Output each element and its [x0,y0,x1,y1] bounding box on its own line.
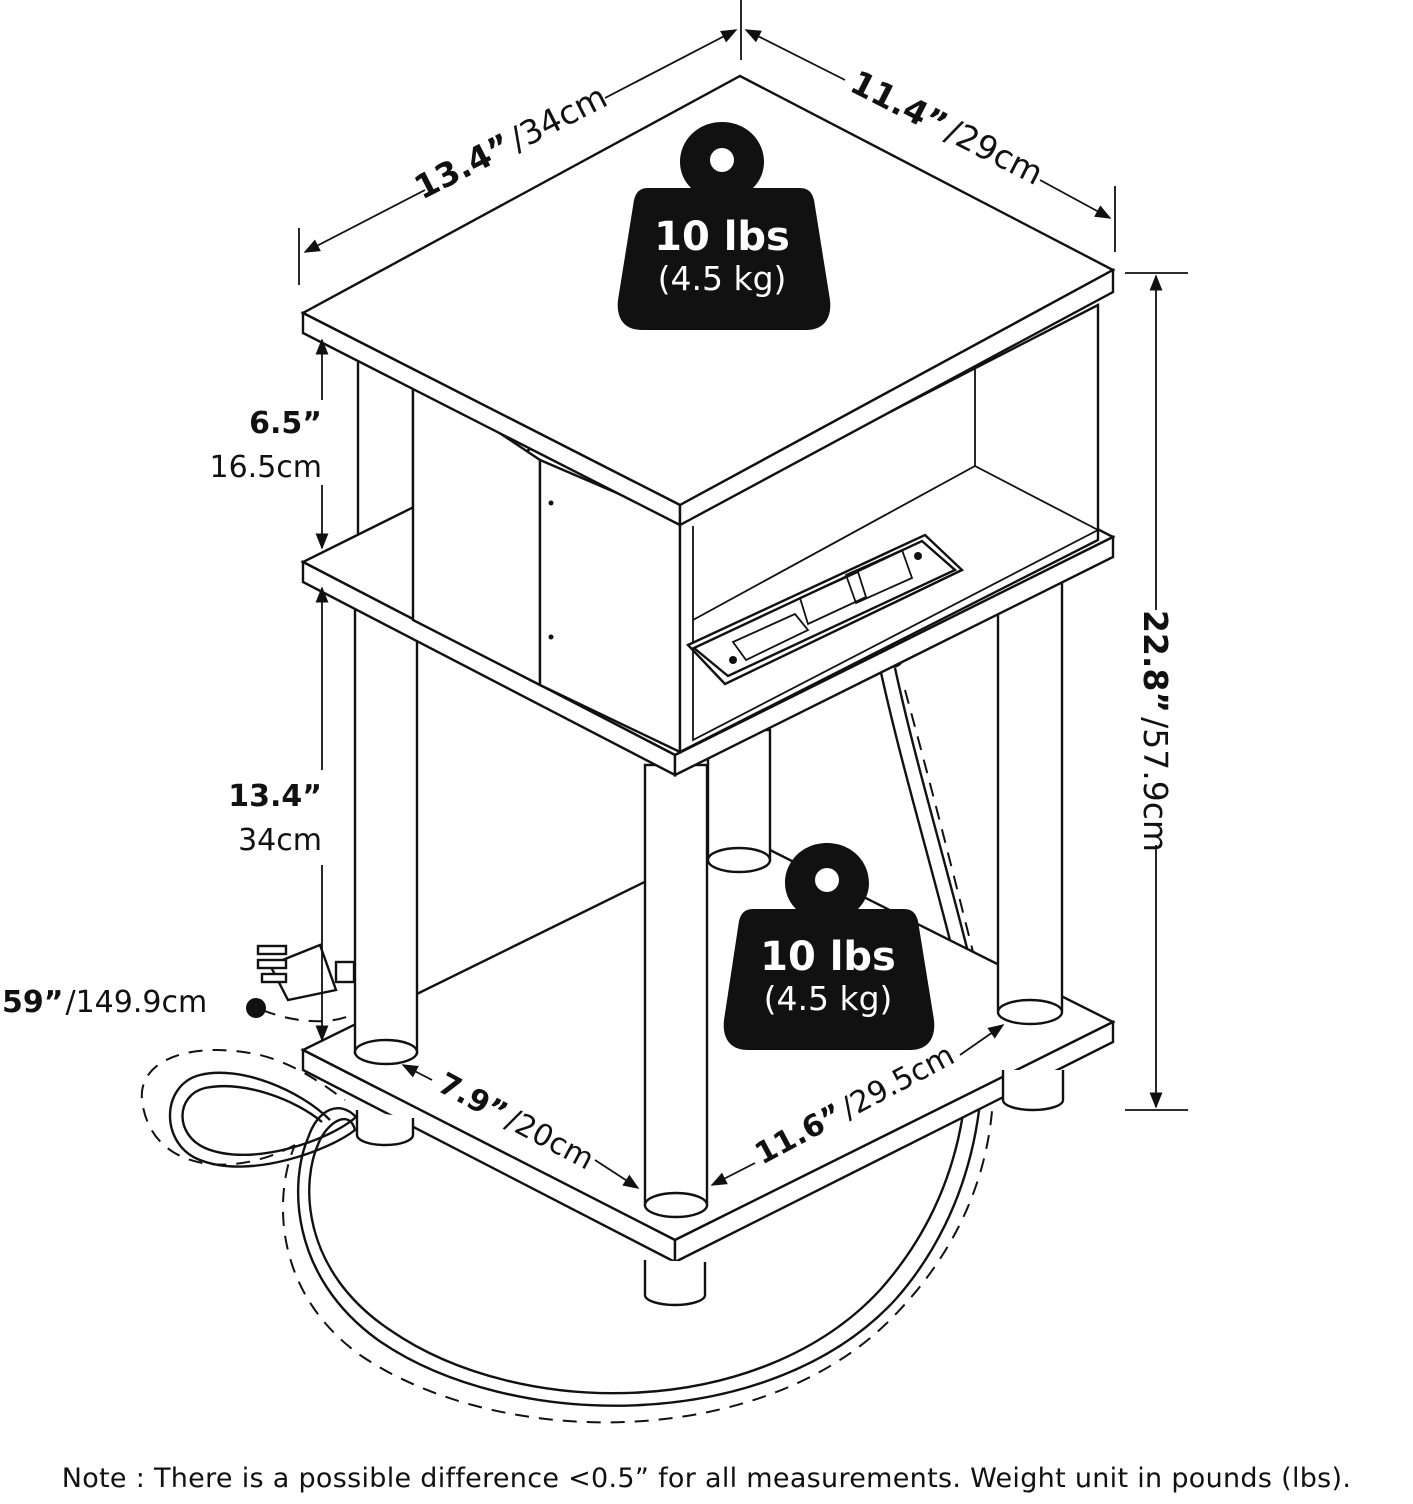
measurement-note: Note : There is a possible difference <0… [61,1463,1352,1494]
cord-length-in: 59” [2,985,63,1020]
total-height-cm: /57.9cm [1136,717,1175,852]
cord-length-label: 59”/149.9cm [2,985,207,1020]
weight-top-kg: (4.5 kg) [658,259,787,298]
weight-bottom-kg: (4.5 kg) [764,979,893,1018]
total-height-label: 22.8” /57.9cm [1136,610,1175,852]
top-depth-in: 11.4” [844,62,954,144]
weight-bottom-lbs: 10 lbs [760,934,896,980]
upper-shelf-height-in: 6.5” [249,406,322,441]
weight-icon-bottom: 10 lbs (4.5 kg) [723,843,935,1050]
plug-icon [246,943,356,1018]
top-depth-cm: /29cm [940,111,1050,193]
upper-shelf-height-cm: 16.5cm [209,450,322,485]
dimension-lines [298,0,1188,1189]
weight-icon-top: 10 lbs (4.5 kg) [617,122,831,330]
power-outlet-strip [685,533,965,686]
top-width-cm: /34cm [503,77,613,159]
total-height-in: 22.8” [1136,610,1175,713]
lower-shelf-height-cm: 34cm [238,823,322,858]
svg-text:22.8”/57.9cm: 22.8” /57.9cm [1136,610,1175,852]
cord-length-marker [246,998,266,1018]
lower-shelf-height-in: 13.4” [228,779,322,814]
top-width-in: 13.4” [408,126,518,208]
cabinet-box [411,303,1100,754]
power-cord [140,646,995,1424]
cord-length-cm: /149.9cm [65,985,207,1020]
weight-top-lbs: 10 lbs [654,214,790,260]
